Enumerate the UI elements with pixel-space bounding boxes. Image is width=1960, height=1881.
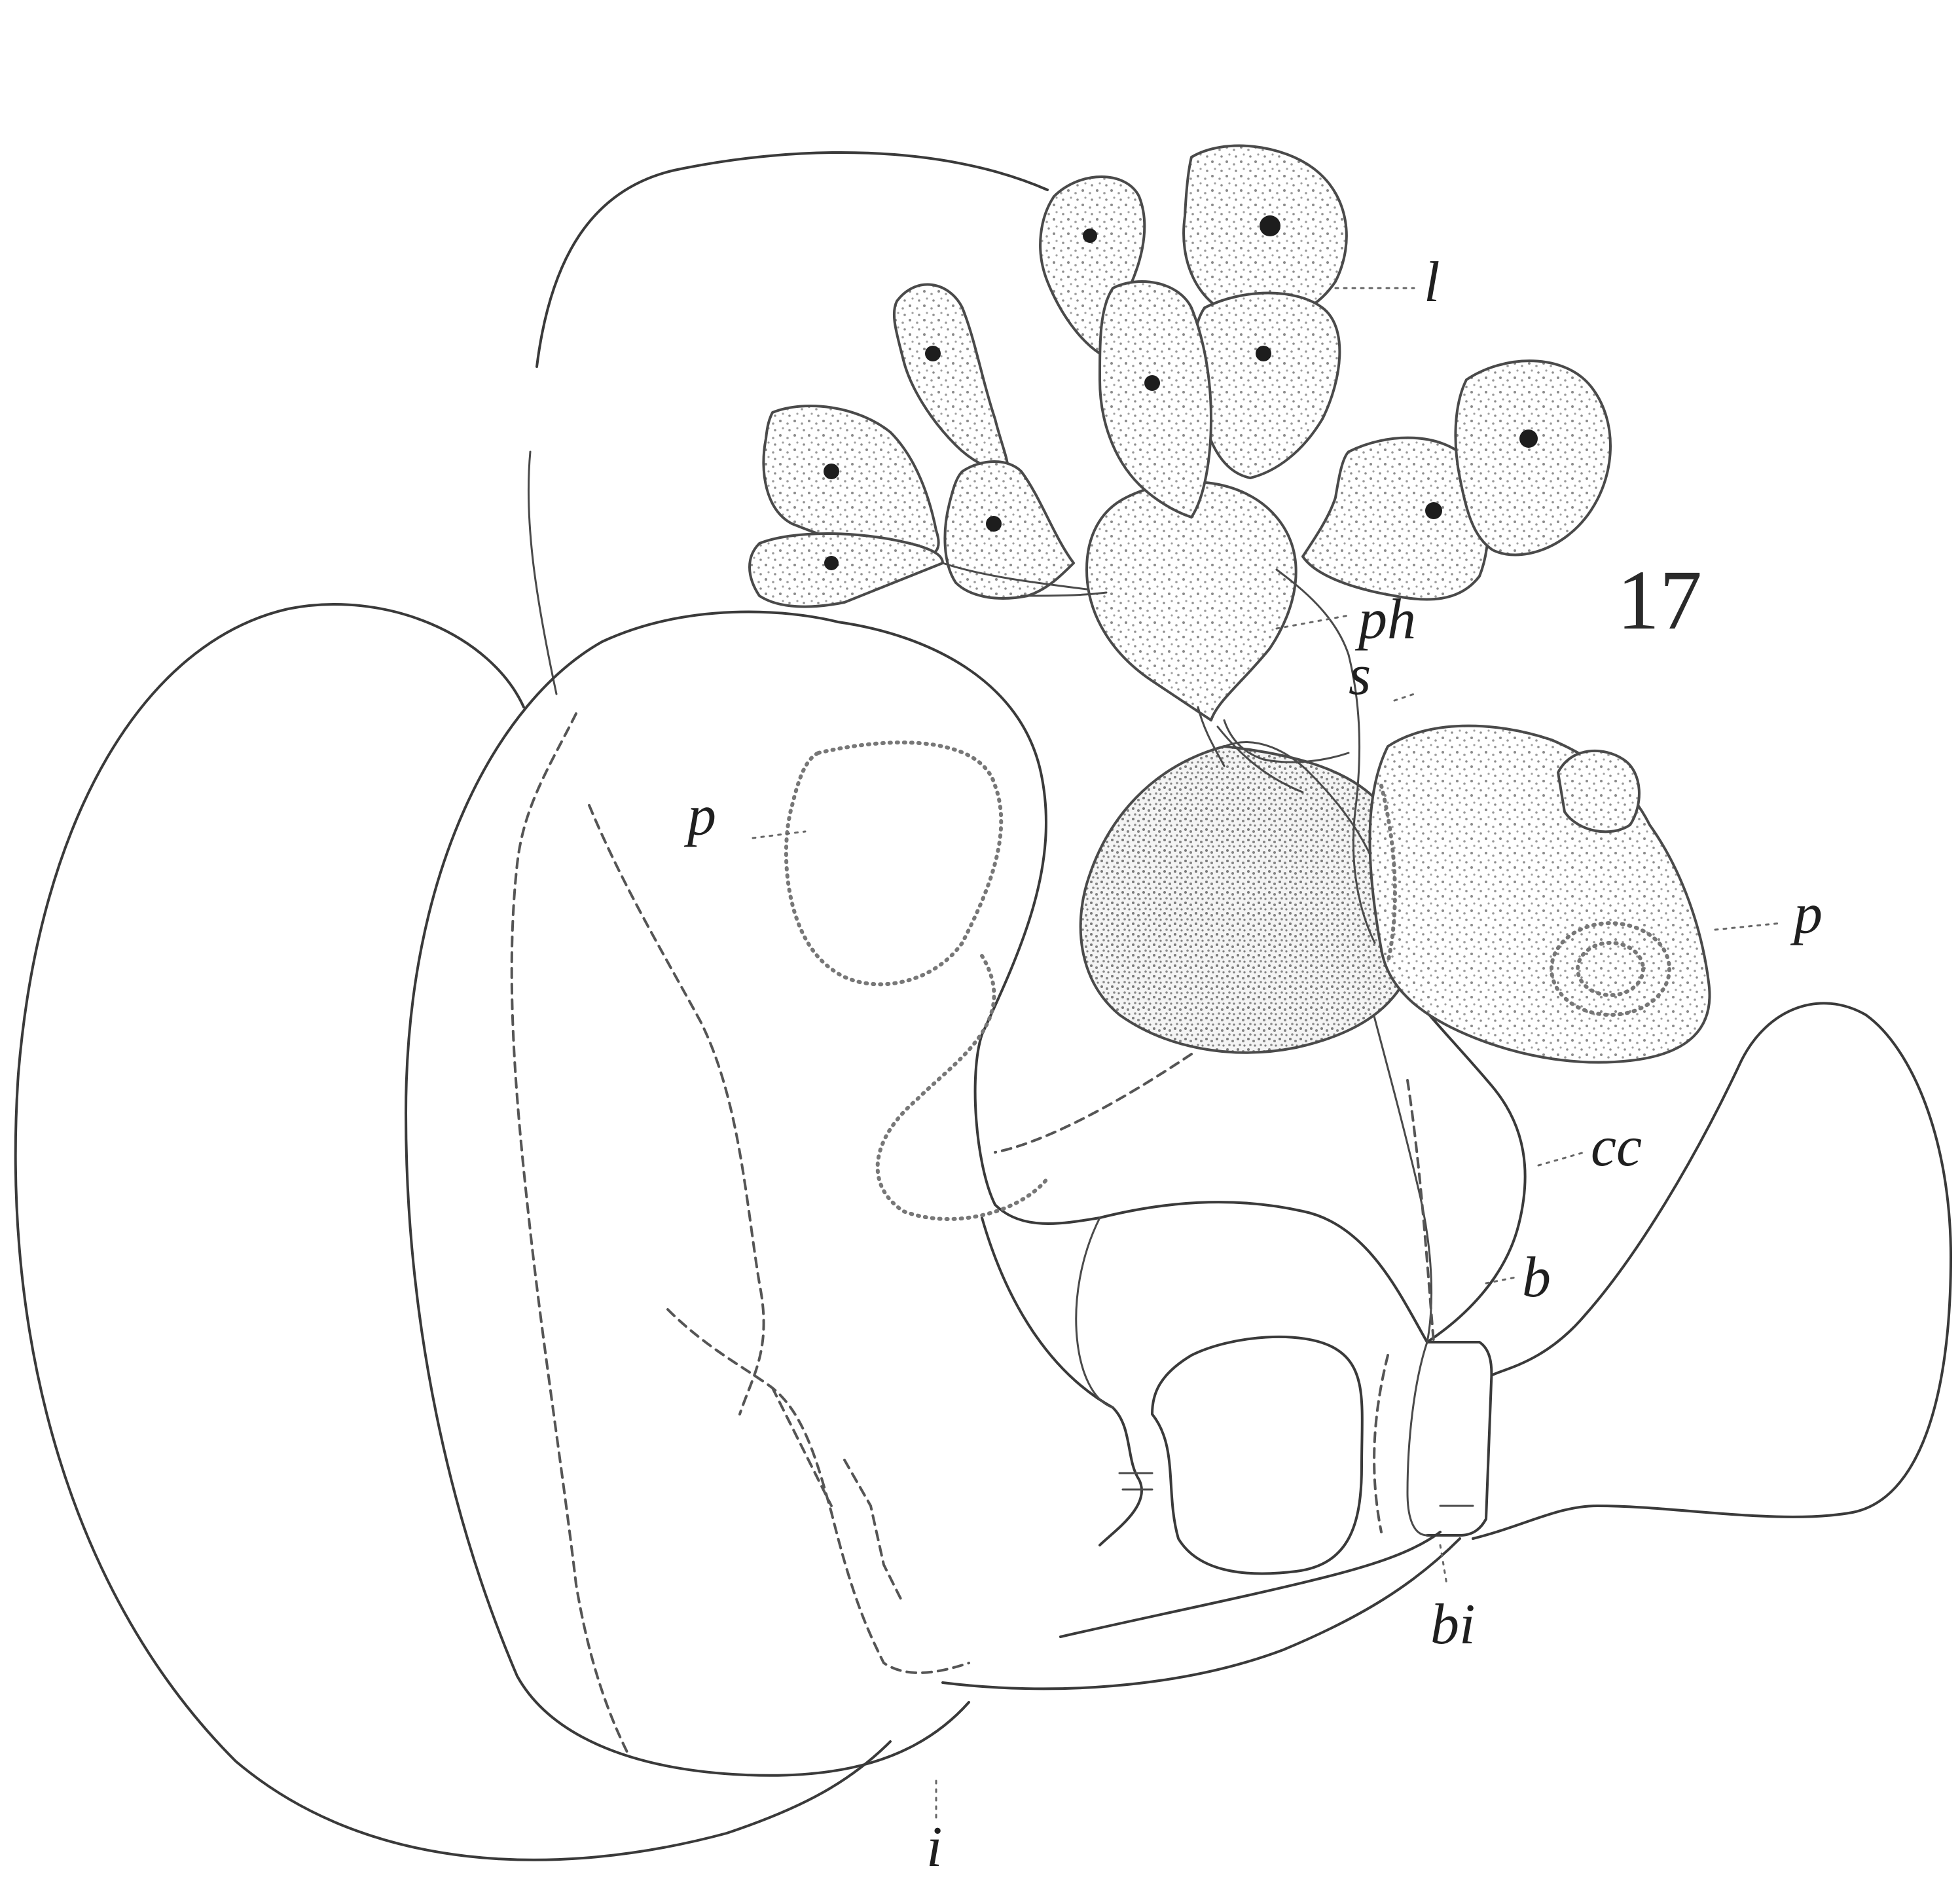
left-p-dotted-region: [786, 742, 1047, 1219]
label-b: b: [1522, 1246, 1551, 1309]
figure-number: 17: [1617, 553, 1702, 648]
lobe-cell-8: [750, 534, 943, 607]
lobe-cell-10: [1455, 361, 1610, 555]
lower-band: [943, 1532, 1460, 1689]
lobe-cell-5: [894, 285, 1008, 471]
label-i: i: [926, 1816, 942, 1879]
label-ph: ph: [1354, 588, 1416, 651]
label-bi: bi: [1430, 1593, 1475, 1656]
gut-loop: [982, 1218, 1362, 1573]
middle-shell: [406, 612, 1046, 1776]
lobe-cell-4: [1100, 282, 1211, 517]
stippled-mass: [1081, 742, 1419, 1053]
lobe-cell-3: [1193, 293, 1339, 479]
label-cc: cc: [1591, 1115, 1642, 1178]
bi-block: [1374, 1342, 1491, 1535]
label-l: l: [1424, 251, 1440, 314]
label-p-right: p: [1790, 883, 1823, 946]
label-p-left: p: [683, 784, 716, 848]
right-p-cell: [1370, 726, 1710, 1063]
left-shell-dashed-outline: [512, 714, 969, 1755]
left-outer-shell: [16, 604, 890, 1860]
label-s: s: [1349, 644, 1371, 707]
